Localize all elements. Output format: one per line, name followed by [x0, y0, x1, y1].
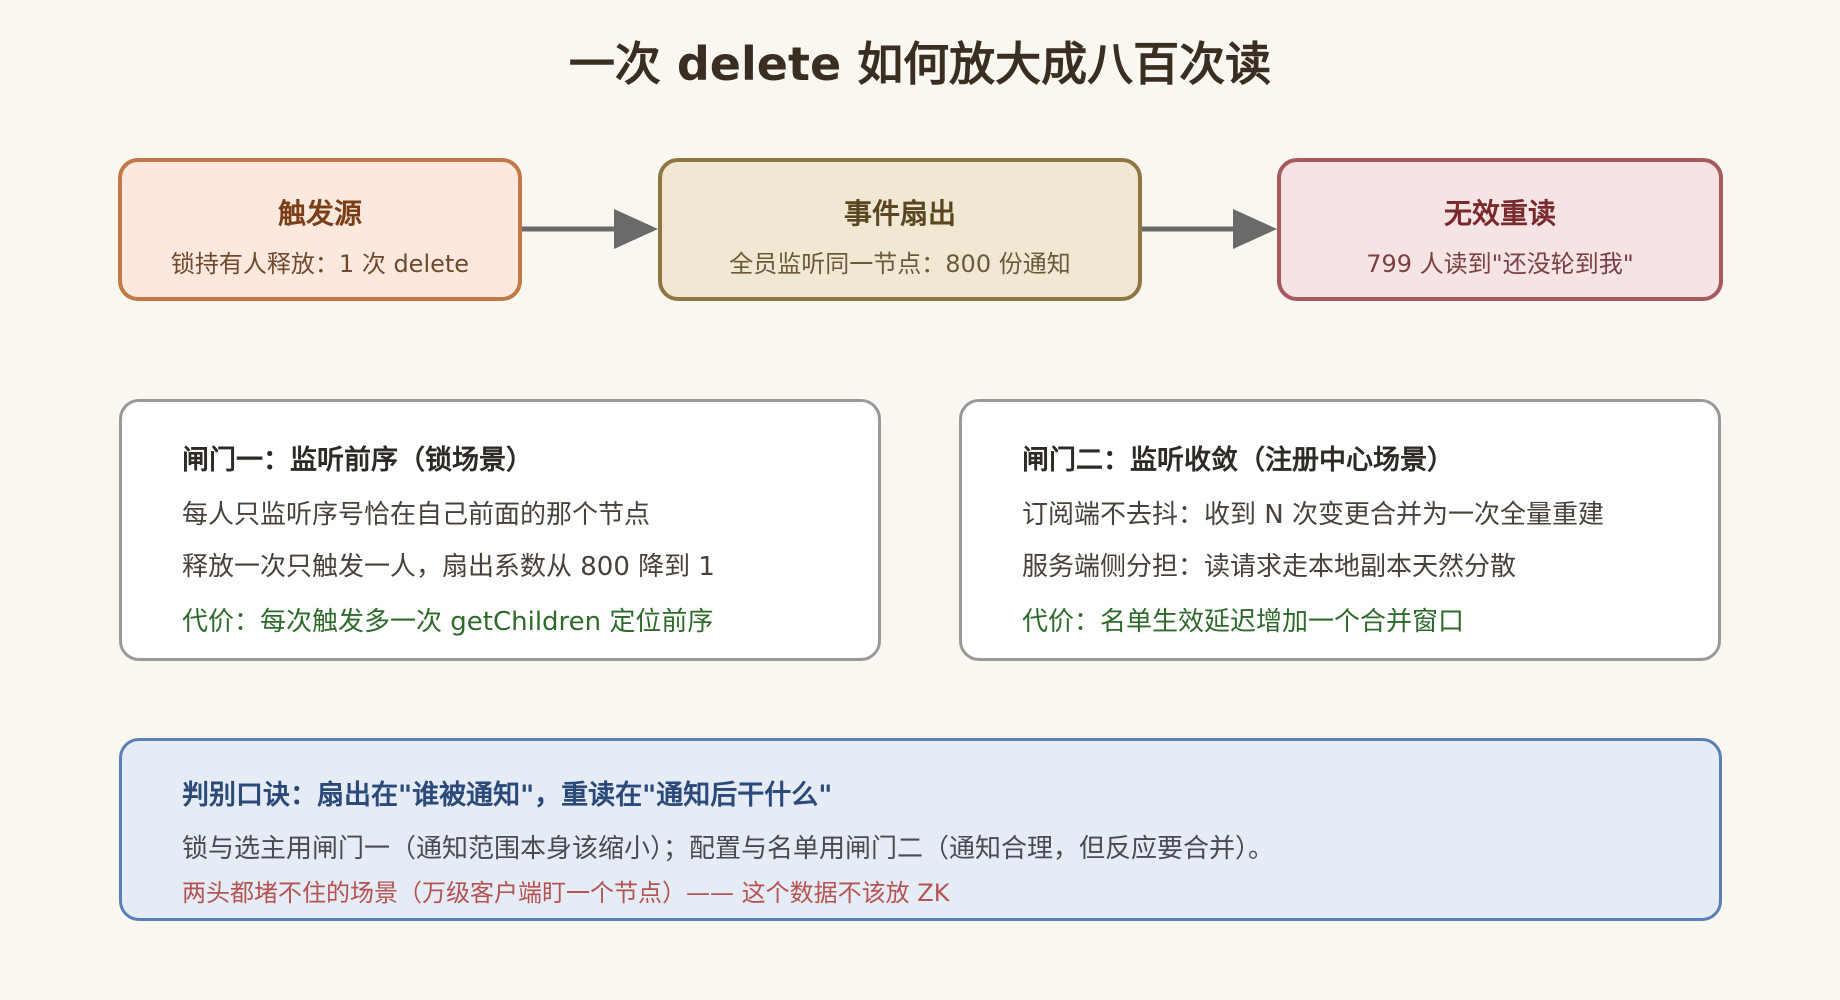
event-fanout-box: 事件扇出 全员监听同一节点：800 份通知 [658, 158, 1142, 301]
invalid-reread-box: 无效重读 799 人读到"还没轮到我" [1277, 158, 1723, 301]
gate-two-title: 闸门二：监听收敛（注册中心场景） [1022, 445, 1454, 476]
event-fanout-subtitle: 全员监听同一节点：800 份通知 [729, 250, 1071, 278]
rule-title: 判别口诀：扇出在"谁被通知"，重读在"通知后干什么" [182, 780, 833, 811]
invalid-reread-title: 无效重读 [1443, 197, 1556, 230]
gate-one-cost: 代价：每次触发多一次 getChildren 定位前序 [182, 607, 714, 637]
trigger-source-box: 触发源 锁持有人释放：1 次 delete [118, 158, 522, 301]
gate-one-line: 释放一次只触发一人，扇出系数从 800 降到 1 [182, 552, 715, 582]
arrow-right-icon [522, 209, 658, 249]
rule-of-thumb-card: 判别口诀：扇出在"谁被通知"，重读在"通知后干什么" 锁与选主用闸门一（通知范围… [119, 738, 1722, 921]
gate-one-line: 每人只监听序号恰在自己前面的那个节点 [182, 500, 651, 530]
gate-two-line: 订阅端不去抖：收到 N 次变更合并为一次全量重建 [1022, 500, 1604, 530]
trigger-source-subtitle: 锁持有人释放：1 次 delete [170, 250, 470, 278]
rule-guidance: 锁与选主用闸门一（通知范围本身该缩小）；配置与名单用闸门二（通知合理，但反应要合… [182, 834, 1275, 864]
trigger-source-title: 触发源 [277, 197, 362, 230]
gate-one-title: 闸门一：监听前序（锁场景） [182, 445, 533, 476]
gate-two-cost: 代价：名单生效延迟增加一个合并窗口 [1022, 607, 1465, 637]
diagram-title: 一次 delete 如何放大成八百次读 [568, 37, 1272, 91]
arrow-right-icon [1142, 209, 1277, 249]
event-fanout-title: 事件扇出 [843, 197, 956, 230]
invalid-reread-subtitle: 799 人读到"还没轮到我" [1366, 250, 1634, 278]
gate-one-card: 闸门一：监听前序（锁场景） 每人只监听序号恰在自己前面的那个节点 释放一次只触发… [119, 399, 881, 661]
rule-warning: 两头都堵不住的场景（万级客户端盯一个节点）—— 这个数据不该放 ZK [182, 879, 950, 907]
gate-two-card: 闸门二：监听收敛（注册中心场景） 订阅端不去抖：收到 N 次变更合并为一次全量重… [959, 399, 1721, 661]
gate-two-line: 服务端侧分担：读请求走本地副本天然分散 [1022, 552, 1517, 582]
